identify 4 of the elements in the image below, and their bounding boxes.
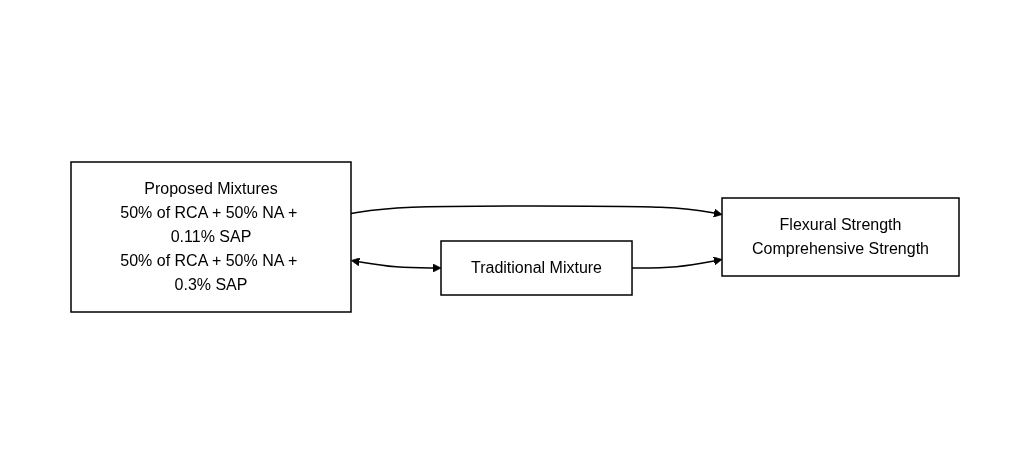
node-box: Traditional Mixture (440, 239, 633, 296)
node-box: Proposed Mixtures 50% of RCA + 50% NA + 0.11% SAP 50% of RCA + 50% NA + 0.3% SAP (70, 160, 352, 313)
node-box: Flexural Strength Comprehensive Strength (721, 196, 960, 277)
arrow (351, 257, 442, 272)
